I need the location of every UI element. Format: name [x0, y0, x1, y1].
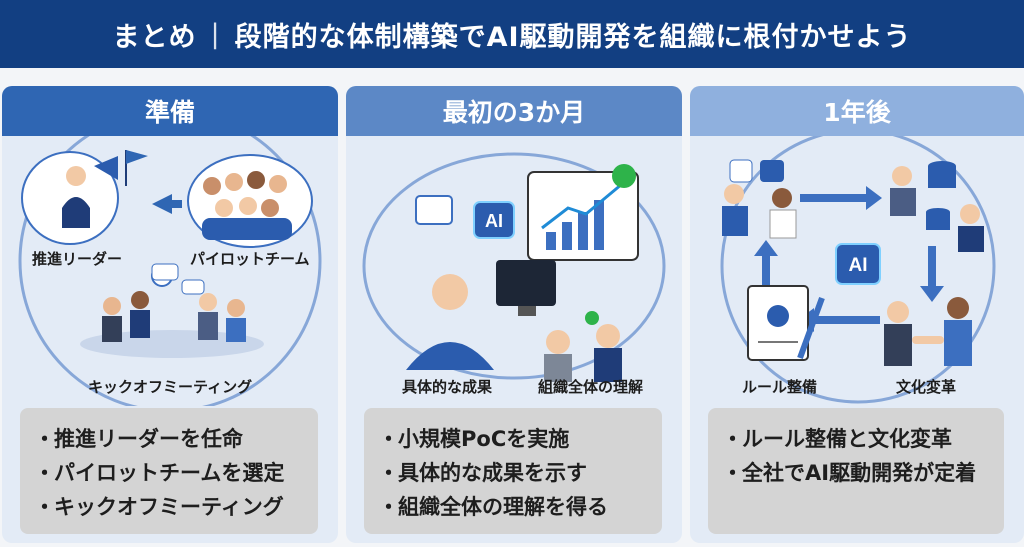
central-ai-icon: AI	[835, 243, 881, 285]
bullet-item: ・全社でAI駆動開発が定着	[722, 461, 977, 485]
bullet-item: ・組織全体の理解を得る	[378, 495, 608, 519]
caption-results: 具体的な成果	[402, 378, 493, 396]
arrow-icon	[800, 186, 882, 210]
column-title: 準備	[2, 86, 338, 136]
first-3-months-scene: AI	[362, 152, 666, 382]
page-title-banner: まとめ | 段階的な体制構築でAI駆動開発を組織に根付かせよう	[0, 0, 1024, 68]
caption-kickoff: キックオフミーティング	[88, 378, 253, 396]
column-title: 1年後	[690, 86, 1024, 136]
bullet-box: ・小規模PoCを実施 ・具体的な成果を示す ・組織全体の理解を得る	[364, 408, 662, 534]
bullet-item: ・ルール整備と文化変革	[722, 427, 952, 451]
arrow-icon	[920, 246, 944, 302]
team-icon	[722, 159, 797, 239]
leader-icon	[62, 150, 148, 228]
arrow-icon	[798, 308, 880, 332]
chart-bubble-icon	[527, 164, 639, 261]
column-one-year-later: 1年後 AI	[690, 86, 1024, 543]
one-year-scene: AI	[720, 136, 996, 404]
page-title-right: 段階的な体制構築でAI駆動開発を組織に根付かせよう	[234, 21, 912, 53]
caption-pilot-team: パイロットチーム	[190, 250, 310, 268]
caption-rules: ルール整備	[742, 378, 818, 396]
rules-document-icon	[747, 285, 825, 361]
team-icon	[202, 171, 292, 240]
preparation-illustration	[2, 136, 338, 406]
developer-icon	[406, 260, 556, 370]
caption-culture: 文化変革	[896, 378, 957, 396]
colleagues-icon	[544, 311, 622, 382]
arrow-icon	[152, 194, 182, 214]
preparation-scene	[18, 136, 322, 406]
bullet-item: ・パイロットチームを選定	[34, 461, 285, 485]
page-title-left: まとめ	[112, 21, 197, 53]
svg-text:AI: AI	[485, 211, 503, 231]
bullet-item: ・推進リーダーを任命	[34, 427, 243, 451]
handshake-icon	[884, 297, 972, 366]
bullet-item: ・キックオフミーティング	[34, 495, 284, 519]
ai-chip-icon: AI	[473, 201, 515, 239]
one-year-illustration: AI	[690, 136, 1024, 406]
bullet-box: ・推進リーダーを任命 ・パイロットチームを選定 ・キックオフミーティング	[20, 408, 318, 534]
bullet-box: ・ルール整備と文化変革 ・全社でAI駆動開発が定着	[708, 408, 1004, 534]
caption-leader: 推進リーダー	[32, 250, 123, 268]
database-icon	[890, 161, 984, 252]
column-first-3-months: 最初の3か月 AI	[346, 86, 682, 543]
chat-bubble-icon	[415, 195, 453, 225]
bullet-item: ・小規模PoCを実施	[378, 427, 570, 451]
column-title: 最初の3か月	[346, 86, 682, 136]
arrow-icon	[754, 240, 778, 296]
title-separator: |	[210, 18, 221, 50]
bullet-item: ・具体的な成果を示す	[378, 461, 587, 485]
column-preparation: 準備	[2, 86, 338, 543]
meeting-icon	[80, 263, 264, 358]
first-3-months-illustration: AI	[346, 136, 682, 406]
svg-text:AI: AI	[849, 255, 868, 276]
caption-understanding: 組織全体の理解	[538, 378, 644, 396]
